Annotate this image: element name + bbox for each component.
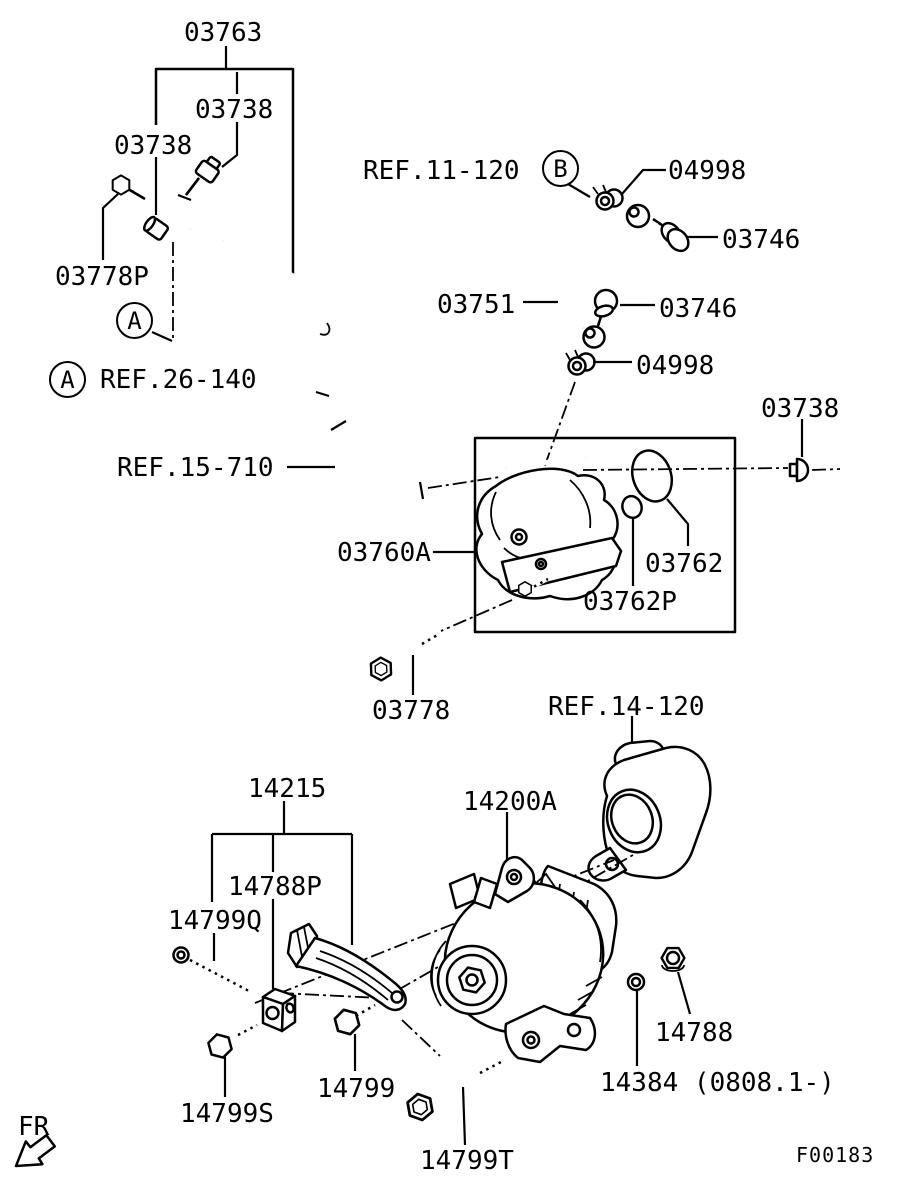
- part-label-14788: 14788: [655, 1018, 734, 1048]
- sleeve-fitting-icon: [142, 215, 170, 241]
- union-bolt-icon: [652, 217, 690, 253]
- hose-clamp-icon: [592, 184, 624, 211]
- cap-fitting-icon: [788, 457, 810, 483]
- figure-code: F00183: [796, 1143, 875, 1167]
- vacuum-hose-03751-drawing: [517, 168, 718, 541]
- brace-group-drawing: [172, 801, 407, 1033]
- water-pipe-assembly-drawing: [101, 46, 335, 398]
- nut-icon: [660, 946, 686, 972]
- part-label-14799: 14799: [317, 1074, 396, 1104]
- ref-label-14-120: REF.14-120: [548, 692, 705, 722]
- part-label-04998-b: 04998: [636, 351, 715, 381]
- grouping-box-pipe: [154, 67, 295, 278]
- part-label-03760A: 03760A: [337, 538, 431, 568]
- front-direction-arrow-icon: [14, 1133, 57, 1168]
- hose-clamp-icon: [565, 349, 596, 376]
- stud-bolt-icon: [172, 946, 250, 993]
- part-label-03762: 03762: [645, 549, 724, 579]
- part-label-14788P: 14788P: [228, 872, 322, 902]
- bolt-03778-drawing: [369, 632, 440, 682]
- balloon-a-legend: A: [49, 361, 86, 398]
- flare-nut-icon: [194, 155, 221, 184]
- part-label-03746-b: 03746: [659, 294, 738, 324]
- spacer-block-icon: [261, 987, 297, 1033]
- ref-label-26-140: REF.26-140: [100, 365, 257, 395]
- part-label-14799S: 14799S: [180, 1099, 274, 1129]
- ref-label-11-120: REF.11-120: [363, 156, 520, 186]
- part-label-03762P: 03762P: [583, 587, 677, 617]
- ref-label-15-710: REF.15-710: [117, 453, 274, 483]
- part-label-14799Q: 14799Q: [168, 906, 262, 936]
- ref-hose-drawing: [287, 420, 501, 500]
- part-label-03778P: 03778P: [55, 262, 149, 292]
- alternator-drawing: [430, 812, 618, 1064]
- balloon-a: A: [116, 302, 153, 339]
- part-label-14215: 14215: [248, 774, 327, 804]
- part-label-14200A: 14200A: [463, 787, 557, 817]
- oring-small-icon: [621, 494, 643, 520]
- part-label-03751: 03751: [437, 290, 516, 320]
- bolt-03778P-drawing: [111, 174, 146, 201]
- union-bolt-icon: [593, 288, 619, 327]
- part-label-03778: 03778: [372, 696, 451, 726]
- ref-bracket-drawing: [587, 716, 712, 882]
- front-indicator-label: FR: [18, 1112, 50, 1142]
- part-label-14799T: 14799T: [420, 1146, 514, 1176]
- part-label-14384: 14384 (0808.1-): [600, 1068, 835, 1098]
- part-label-03738-c: 03738: [761, 394, 840, 424]
- oring-large-icon: [630, 449, 674, 503]
- part-label-03738-b: 03738: [114, 131, 193, 161]
- balloon-b: B: [542, 150, 579, 187]
- washer-icon: [626, 972, 646, 992]
- fasteners-drawing: [207, 946, 692, 1146]
- part-label-03763: 03763: [184, 18, 263, 48]
- vacuum-pump-drawing: [369, 419, 841, 695]
- part-label-03738-a: 03738: [195, 95, 274, 125]
- strap-bracket-icon: [286, 922, 407, 1012]
- part-label-04998-a: 04998: [668, 156, 747, 186]
- grouping-box-pump: [473, 436, 737, 634]
- part-label-03746-a: 03746: [722, 225, 801, 255]
